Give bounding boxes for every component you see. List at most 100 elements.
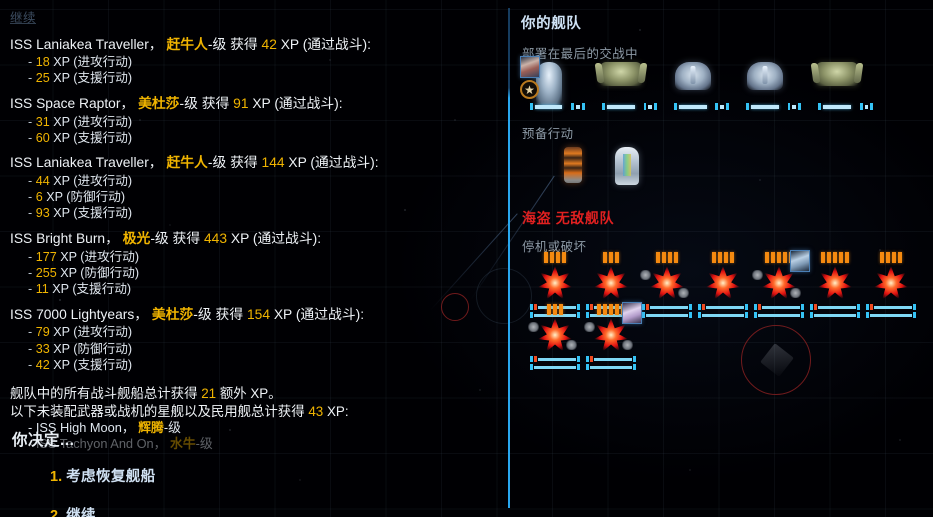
bullet-dash: - [28,325,36,340]
bullet-dash: - [28,341,36,356]
destroyed-bar-row [530,304,580,310]
wreck-debris [790,288,801,298]
health-bar-shield [720,104,725,109]
bar-line [534,313,576,317]
destroyed-enemy-ship[interactable] [750,250,810,324]
destroyed-enemy-ship[interactable] [694,252,752,324]
weapon-pip [771,252,775,263]
bar-line [758,313,800,317]
ship-health-bar [818,103,873,110]
bar-tick [866,304,869,310]
weapon-pip [615,252,619,263]
xp-entry-header: ISS Bright Burn， 极光-级 获得 443 XP (通过战斗): [10,232,480,246]
bar-tick-damaged [646,304,649,310]
civilian-ship-suffix: -级 [195,435,213,451]
health-bar-cap-left [674,103,677,110]
health-bar-cap-left [818,103,821,110]
civilian-ship-name: - ISS Tachyon And On， [28,435,167,451]
destroyed-enemy-ship[interactable] [638,252,696,324]
health-bar-gap [637,106,642,108]
explosion-icon [706,266,740,300]
ship-sprite [675,62,711,90]
deployed-ship[interactable] [738,58,792,112]
wreck-debris [752,270,763,280]
ship-xp-value: 154 [246,306,270,322]
captain-portrait[interactable] [520,56,540,78]
weapon-pip [827,252,831,263]
weapon-pip [886,252,890,263]
bar-line [534,365,576,369]
destroyed-enemy-ship[interactable] [526,252,584,324]
bar-endcap [633,356,636,362]
ship-hull-icon [615,147,639,185]
bar-line [874,305,912,309]
deployed-ship[interactable]: ★ [520,56,576,112]
ship-class: 赶牛人 [166,36,208,52]
health-bar-cap-left [530,103,533,110]
civilian-bonus-line: 以下未装配武器或战机的星舰以及民用舰总计获得 43 XP: [10,404,480,418]
choice-option-1[interactable]: 1. 考虑恢复舰船 [50,465,156,486]
ship-xp-value: 443 [204,231,228,247]
destroyed-ship-bars [530,304,580,318]
wreck-debris [622,340,633,350]
explosion-star [706,266,740,300]
bullet-dash: - [28,265,36,280]
wreck-debris [528,322,539,332]
xp-detail-value: 11 [35,282,49,297]
bar-tick [642,312,645,318]
enemy-captain-portrait[interactable] [790,250,810,272]
bar-tick [698,312,701,318]
bar-line [706,305,744,309]
deployed-ship[interactable] [810,58,864,112]
weapon-pip [662,252,666,263]
weapon-pip [609,304,613,315]
xp-entry-header: ISS Laniakea Traveller， 赶牛人-级 获得 42 XP (… [10,36,480,52]
destroyed-enemy-ship[interactable] [582,302,642,376]
deployed-ship[interactable] [666,58,720,112]
weapon-pip [674,252,678,263]
destroyed-enemy-ship[interactable] [806,252,864,324]
xp-detail-row: - 60 XP (支援行动) [28,132,480,145]
ship-hull-icon [816,62,858,86]
bar-endcap [577,304,580,310]
reserve-ship[interactable] [600,143,654,197]
xp-detail-row: - 18 XP (进攻行动) [28,56,480,69]
destroyed-bar-row [530,364,580,370]
xp-detail-value: 31 [35,114,50,129]
weapon-pip [718,252,722,263]
civilian-ship-row: - ISS High Moon， 辉腾-级 [28,421,480,435]
health-bar-divider [571,103,574,110]
civilian-ship-list: - ISS High Moon， 辉腾-级- ISS Tachyon And O… [10,421,480,451]
destroyed-enemy-ship[interactable] [862,252,920,324]
map-circle-red-large [741,325,811,395]
continue-link-top[interactable]: 继续 [10,11,37,25]
health-bar-cap-right [798,103,801,110]
ship-sprite [536,62,562,106]
bar-tick-damaged [702,304,705,310]
deployed-ship[interactable] [594,58,648,112]
health-bar-shield [576,104,580,109]
xp-summary: 舰队中的所有战斗舰船总计获得 21 额外 XP。 以下未装配武器或战机的星舰以及… [10,387,480,450]
bullet-dash: - [28,114,36,129]
destroyed-enemy-ship[interactable] [526,304,584,376]
destroyed-ship-bars [698,304,748,318]
health-bar-fill [535,104,562,109]
xp-detail-value: 25 [35,71,50,86]
bar-tick [530,356,533,362]
xp-detail-row: - 42 XP (支援行动) [28,358,480,372]
destroyed-bar-row [754,312,804,318]
bar-tick-damaged [590,304,593,310]
reserve-ship[interactable] [546,143,600,197]
enemy-captain-portrait[interactable] [622,302,642,324]
ship-health-bar [602,103,657,110]
explosion-star [818,266,852,300]
weapon-pip [839,252,843,263]
weapon-pip-row [544,252,566,263]
destroyed-enemy-ship[interactable] [582,252,640,324]
choice-option-2[interactable]: 2. 继续 [50,504,96,517]
ship-health-bar [530,103,585,110]
ship-class: 美杜莎 [151,306,194,322]
choice-number: 2. [50,508,63,517]
explosion-icon [650,266,684,300]
bar-endcap [913,312,916,318]
